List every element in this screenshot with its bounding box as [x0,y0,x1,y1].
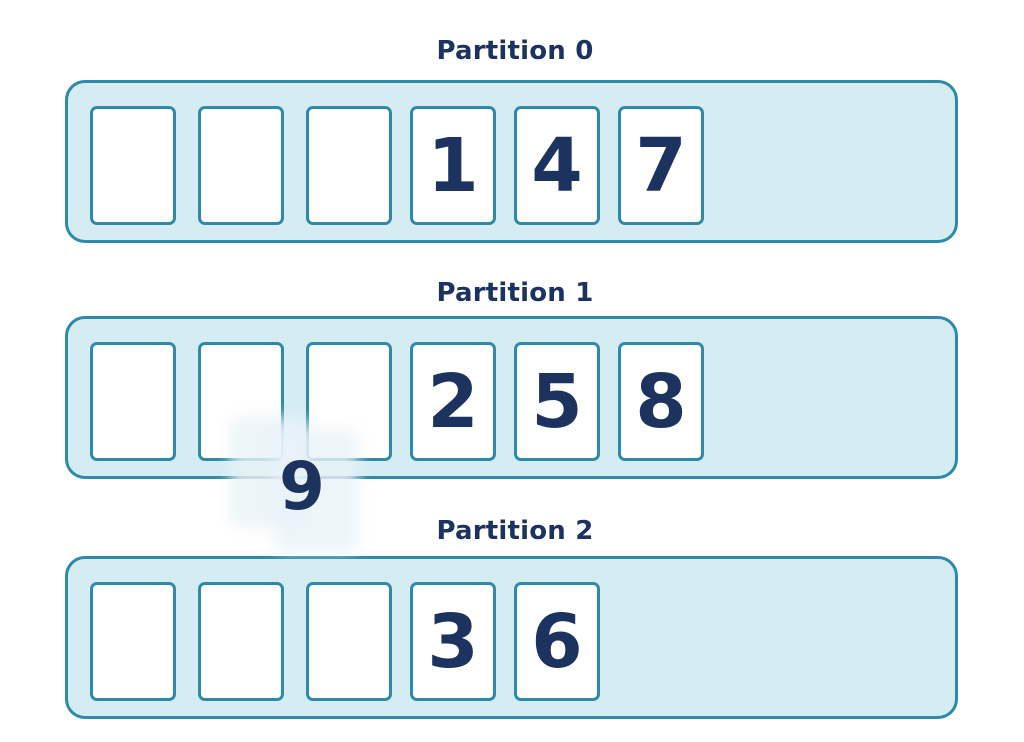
moving-record-number: 9 [279,448,325,525]
partition-1-slot-1 [90,342,176,461]
partition-0-slot-5: 4 [514,106,600,225]
partition-2-slot-4: 3 [410,582,496,701]
partition-0-slot-4: 1 [410,106,496,225]
partition-1-slot-6: 8 [618,342,704,461]
partition-2-box: 3 6 [65,556,958,719]
partition-0-slot-2 [198,106,284,225]
motion-blur-card [274,428,358,552]
partition-1-slot-5: 5 [514,342,600,461]
partition-0-title: Partition 0 [436,36,594,66]
partition-1-box: 2 5 8 [65,316,958,479]
partition-2-slot-3 [306,582,392,701]
partition-2-title: Partition 2 [436,516,594,546]
partition-1-slot-4: 2 [410,342,496,461]
partition-2-slot-1 [90,582,176,701]
moving-record: 9 [222,410,380,558]
partition-0-slot-1 [90,106,176,225]
partition-2-slot-2 [198,582,284,701]
partition-2-slot-5: 6 [514,582,600,701]
partition-1-title: Partition 1 [436,278,594,308]
partition-0-slot-6: 7 [618,106,704,225]
partition-0-box: 1 4 7 [65,80,958,243]
partition-0-slot-3 [306,106,392,225]
